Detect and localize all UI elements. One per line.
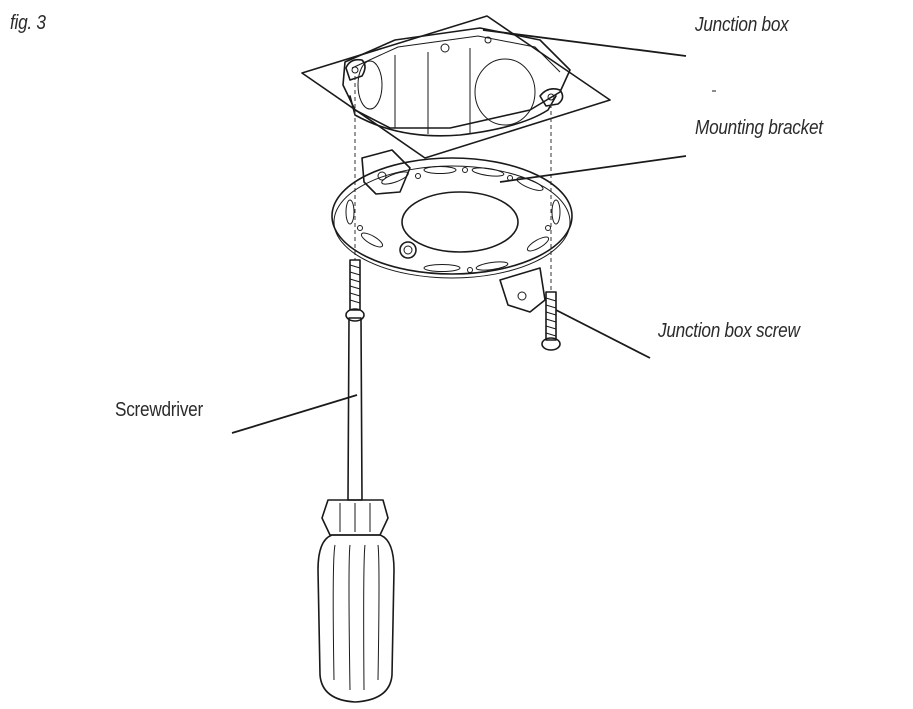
mounting-bracket [331,149,573,313]
mounting-bracket-leader [499,155,687,183]
junction-box-screw-label: Junction box screw [658,320,800,342]
screwdriver [317,317,395,703]
alignment-lines [354,76,552,292]
left-screw [345,259,365,322]
junction-box-leader [482,29,687,57]
junction-box-screw-leader [555,309,651,359]
screwdriver-label: Screwdriver [115,399,203,421]
junction-box-label: Junction box [695,14,789,36]
junction-box [342,27,571,137]
junction-box-screw [541,291,561,351]
ceiling-plane [301,15,611,159]
screwdriver-leader [231,394,358,434]
leader-lines [231,29,716,434]
mounting-bracket-label: Mounting bracket [695,117,823,139]
figure-caption: fig. 3 [10,12,46,34]
